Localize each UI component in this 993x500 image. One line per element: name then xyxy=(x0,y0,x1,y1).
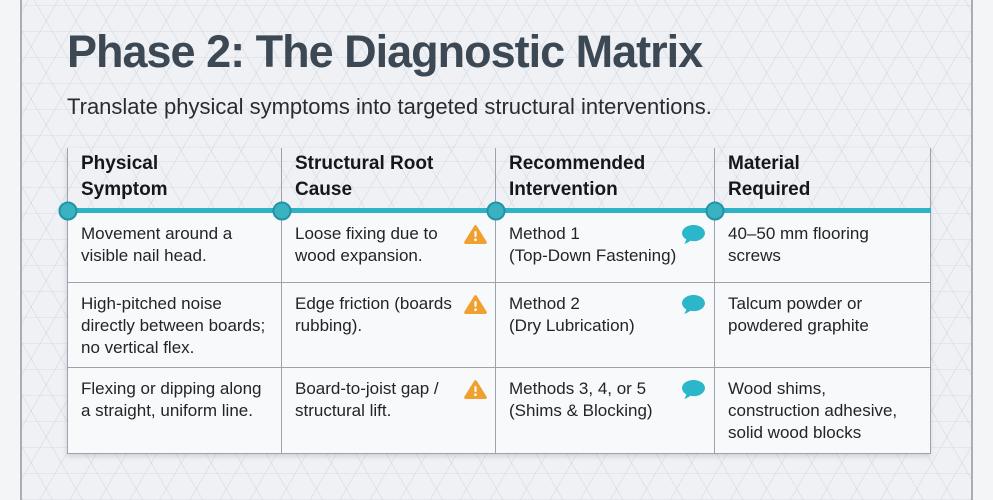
warning-icon xyxy=(464,224,487,245)
table-cell-symptom: Movement around a visible nail head. xyxy=(68,213,282,283)
header-line: Material xyxy=(728,153,800,174)
table-cell-material: Wood shims, construction adhesive, solid… xyxy=(715,368,931,454)
intervention-line: (Dry Lubrication) xyxy=(509,316,635,336)
cell-text: Methods 3, 4, or 5 (Shims & Blocking) xyxy=(509,378,677,422)
header-line: Required xyxy=(728,178,811,200)
right-margin-rule xyxy=(971,0,973,500)
header-line: Symptom xyxy=(81,178,168,200)
intervention-line: (Shims & Blocking) xyxy=(509,401,653,421)
header-line: Structural Root xyxy=(295,153,434,174)
header-line: Recommended xyxy=(509,153,646,174)
divider-dot xyxy=(486,201,506,220)
table-cell-intervention: Method 1 (Top-Down Fastening) xyxy=(496,213,715,283)
divider-dot xyxy=(705,201,725,220)
cell-text: Talcum powder or powdered graphite xyxy=(728,294,869,336)
table-cell-intervention: Methods 3, 4, or 5 (Shims & Blocking) xyxy=(496,368,715,454)
cell-text: Board-to-joist gap / structural lift. xyxy=(295,379,439,421)
warning-icon xyxy=(464,294,487,315)
cell-text: Wood shims, construction adhesive, solid… xyxy=(728,379,898,443)
header-line: Cause xyxy=(295,178,353,200)
table-cell-cause: Board-to-joist gap / structural lift. xyxy=(282,368,496,454)
header-line: Intervention xyxy=(509,178,618,200)
column-header-material-required: Material Required xyxy=(715,148,931,208)
table-cell-cause: Edge friction (boards rubbing). xyxy=(282,283,496,369)
left-margin-rule xyxy=(20,0,22,500)
table-cell-cause: Loose fixing due to wood expansion. xyxy=(282,213,496,283)
cell-text: Method 2 (Dry Lubrication) xyxy=(509,293,677,337)
intervention-line: Methods 3, 4, or 5 xyxy=(509,379,647,399)
table-cell-intervention: Method 2 (Dry Lubrication) xyxy=(496,283,715,369)
table-cell-symptom: High-pitched noise directly between boar… xyxy=(68,283,282,369)
cell-text: Loose fixing due to wood expansion. xyxy=(295,224,438,266)
table-cell-material: Talcum powder or powdered graphite xyxy=(715,283,931,369)
comment-icon xyxy=(681,294,706,315)
comment-icon xyxy=(681,379,706,400)
header-divider-line xyxy=(58,201,931,220)
intervention-line: Method 1 xyxy=(509,224,580,243)
header-line: Physical xyxy=(81,153,159,174)
cell-text: Edge friction (boards rubbing). xyxy=(295,294,452,336)
divider-dot xyxy=(58,201,78,220)
diagnostic-matrix-table: Physical Symptom Structural Root Cause R… xyxy=(58,148,931,454)
cell-text: Flexing or dipping along a straight, uni… xyxy=(81,379,262,421)
table-cell-symptom: Flexing or dipping along a straight, uni… xyxy=(68,368,282,454)
cell-text: 40–50 mm flooring screws xyxy=(728,224,869,266)
divider-dot xyxy=(272,201,292,220)
comment-icon xyxy=(681,224,706,245)
cell-text: High-pitched noise directly between boar… xyxy=(81,294,266,358)
column-header-recommended-intervention: Recommended Intervention xyxy=(496,148,715,208)
warning-icon xyxy=(464,379,487,400)
cell-text: Method 1 (Top-Down Fastening) xyxy=(509,223,677,267)
column-header-physical-symptom: Physical Symptom xyxy=(68,148,282,208)
intervention-line: (Top-Down Fastening) xyxy=(509,246,677,266)
page-subtitle: Translate physical symptoms into targete… xyxy=(67,94,712,119)
table-cell-material: 40–50 mm flooring screws xyxy=(715,213,931,283)
intervention-line: Method 2 xyxy=(509,294,580,313)
page-title: Phase 2: The Diagnostic Matrix xyxy=(67,26,703,77)
cell-text: Movement around a visible nail head. xyxy=(81,224,233,266)
column-header-structural-root-cause: Structural Root Cause xyxy=(282,148,496,208)
